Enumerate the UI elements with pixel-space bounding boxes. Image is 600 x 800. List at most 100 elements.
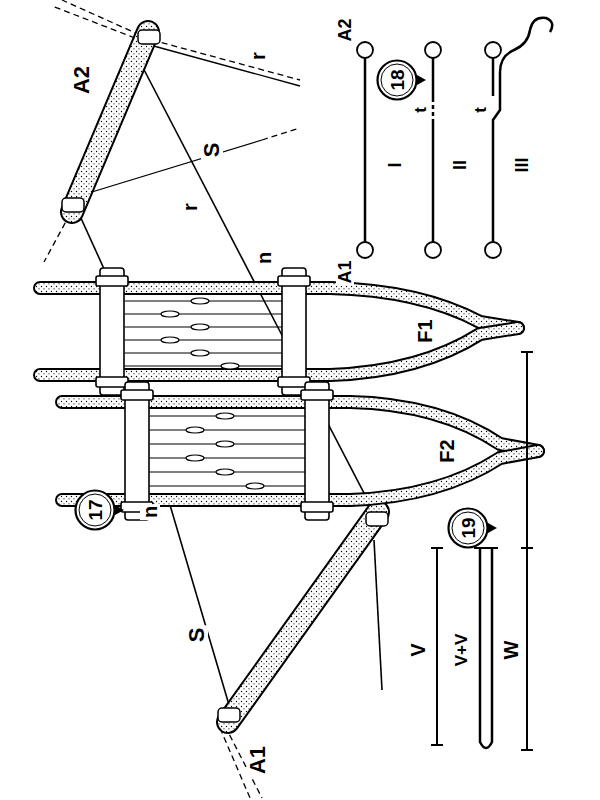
guy-rope bbox=[262, 128, 300, 140]
heddle-frame bbox=[96, 268, 310, 395]
part-label-text: n bbox=[140, 504, 160, 520]
length-bars bbox=[521, 351, 533, 353]
length-bars bbox=[474, 547, 498, 549]
heddle-diagram bbox=[432, 58, 435, 98]
warp-string bbox=[374, 540, 382, 690]
callout-pointer bbox=[417, 75, 426, 85]
part-label-text: t bbox=[412, 105, 429, 115]
part-label-text: II bbox=[451, 158, 469, 172]
heddle-frame bbox=[246, 483, 264, 489]
lashing bbox=[366, 512, 388, 526]
part-label: III bbox=[513, 155, 531, 174]
heddle-frame bbox=[125, 382, 149, 520]
guy-rope bbox=[62, 0, 140, 35]
heddle-frame bbox=[216, 469, 234, 475]
part-label-text: r bbox=[248, 50, 268, 62]
lashing bbox=[218, 708, 240, 722]
heddle-frame bbox=[125, 365, 282, 366]
callout-circle: 18 bbox=[376, 59, 418, 101]
part-label-text: r bbox=[180, 201, 200, 213]
heddle-frame bbox=[96, 276, 128, 286]
heddle-frame bbox=[191, 324, 209, 330]
heddle-frame bbox=[282, 268, 306, 395]
part-label-text: III bbox=[513, 155, 531, 174]
heddle-diagram bbox=[357, 18, 552, 258]
heddle-diagram bbox=[357, 242, 373, 258]
heddle-frame bbox=[305, 382, 329, 520]
part-label: A2 bbox=[336, 16, 354, 43]
part-label: r bbox=[180, 201, 200, 213]
part-label: n bbox=[254, 250, 274, 266]
stake bbox=[72, 32, 148, 212]
callout-number: 18 bbox=[388, 69, 407, 90]
part-label-text: A2 bbox=[71, 64, 93, 96]
heddle-frame bbox=[161, 311, 179, 317]
heddle-diagram bbox=[357, 42, 501, 258]
part-label-text: S bbox=[201, 141, 223, 160]
part-label: t bbox=[472, 105, 489, 115]
heddle-frame bbox=[221, 363, 239, 369]
stake bbox=[228, 512, 378, 722]
callout-pointer bbox=[115, 505, 124, 515]
length-bars bbox=[431, 352, 533, 750]
part-label-text: A1 bbox=[247, 744, 269, 776]
length-bars bbox=[526, 352, 528, 750]
length-bars bbox=[521, 547, 533, 549]
stake bbox=[228, 512, 378, 722]
heddle-diagram bbox=[364, 58, 367, 242]
part-label-text: V+V bbox=[453, 632, 470, 669]
heddle-diagram bbox=[485, 242, 501, 258]
guy-rope bbox=[52, 6, 135, 38]
guy-rope bbox=[152, 40, 300, 80]
heddle-frame bbox=[216, 413, 234, 419]
heddle-frame bbox=[191, 350, 209, 356]
callout-circle: 19 bbox=[447, 507, 489, 549]
part-label: A1 bbox=[247, 744, 269, 776]
part-label: F2 bbox=[437, 437, 457, 464]
part-label: r bbox=[248, 50, 268, 62]
heddle-diagram bbox=[485, 42, 501, 58]
callout-ring bbox=[449, 509, 488, 548]
part-label: W bbox=[501, 639, 521, 662]
callout-ring bbox=[452, 512, 484, 544]
heddle-diagram bbox=[432, 98, 435, 122]
part-label-text: W bbox=[501, 639, 521, 662]
part-label: t bbox=[412, 105, 429, 115]
callout-circle: 17 bbox=[74, 489, 116, 531]
guy-rope bbox=[220, 728, 250, 798]
heddle-diagram bbox=[357, 42, 373, 58]
part-label: A2 bbox=[71, 64, 93, 96]
heddle-diagram bbox=[493, 18, 552, 242]
part-label: II bbox=[451, 158, 469, 172]
heddle-frame bbox=[301, 390, 333, 400]
heddle-frame bbox=[186, 427, 204, 433]
callout-number: 19 bbox=[459, 517, 478, 538]
length-bars bbox=[436, 548, 438, 745]
length-bars bbox=[480, 548, 492, 748]
part-label: n bbox=[140, 504, 160, 520]
callout-pointer bbox=[488, 523, 497, 533]
part-label-text: A1 bbox=[336, 258, 354, 285]
part-label-text: n bbox=[254, 250, 274, 266]
heddle-frame bbox=[186, 413, 264, 489]
part-label-text: F2 bbox=[437, 437, 457, 464]
heddle-frame bbox=[125, 313, 282, 314]
heddle-frame bbox=[150, 416, 305, 486]
length-bars bbox=[521, 749, 533, 751]
heddle-frame bbox=[150, 457, 305, 458]
heddle-frame bbox=[40, 268, 518, 395]
heddle-frame bbox=[191, 298, 209, 304]
heddle-frame bbox=[150, 485, 305, 486]
heddle-frame bbox=[186, 455, 204, 461]
part-label: V+V bbox=[453, 632, 470, 669]
heddle-frame bbox=[125, 301, 282, 366]
part-label-text: S bbox=[186, 626, 208, 645]
stake bbox=[72, 32, 148, 212]
warp-string bbox=[75, 62, 382, 715]
part-label: A1 bbox=[336, 258, 354, 285]
guy-rope bbox=[150, 45, 300, 86]
heddle-diagram bbox=[425, 42, 441, 58]
part-label-text: t bbox=[472, 105, 489, 115]
part-label-text: F1 bbox=[415, 317, 435, 344]
